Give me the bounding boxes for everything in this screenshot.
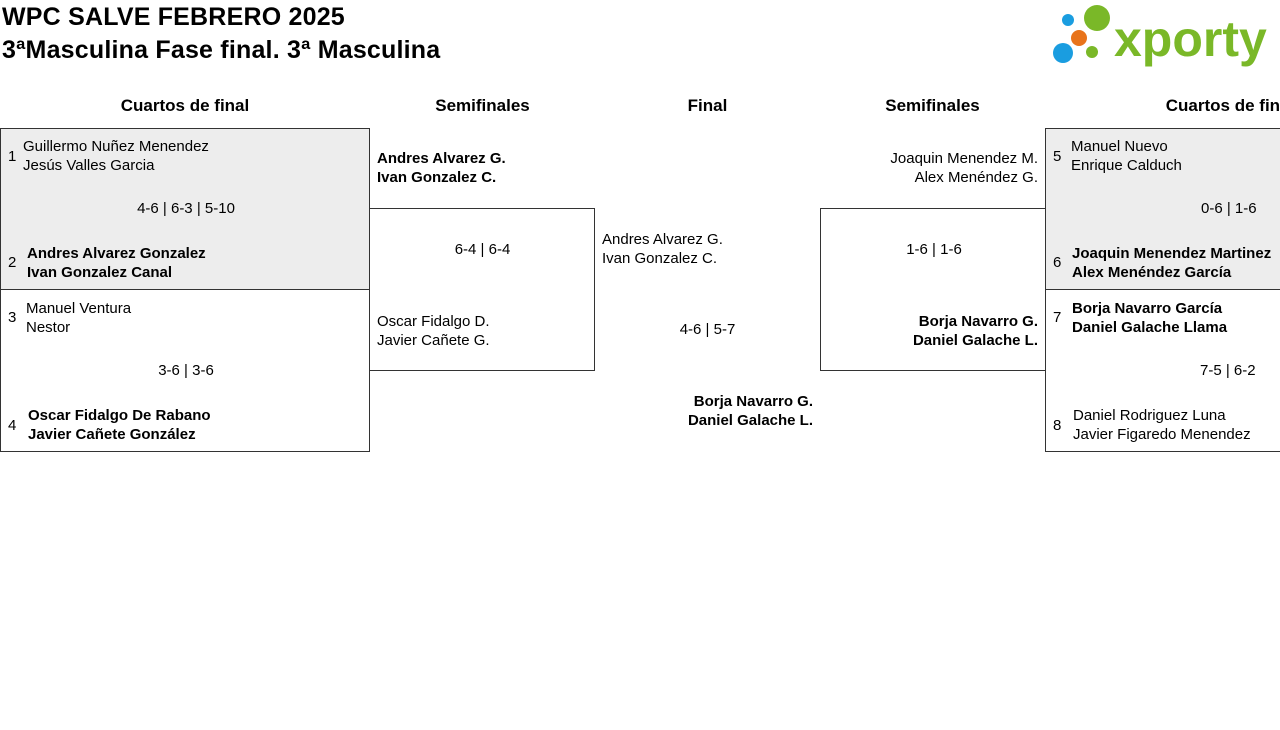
match-score: 0-6 | 1-6 [1201,200,1257,217]
column-header-sf-left: Semifinales [435,96,530,115]
player-name-winner: Alex Menéndez García [1072,264,1232,281]
player-name: Daniel Rodriguez Luna [1073,407,1226,424]
column-header-sf-right: Semifinales [885,96,980,115]
seed-number: 8 [1053,417,1062,434]
player-name: Javier Figaredo Menendez [1073,426,1251,443]
xporty-logo-icon: xporty [1053,5,1267,67]
column-header-qf-left: Cuartos de final [120,96,250,115]
seed-number: 3 [8,309,17,326]
match-score: 4-6 | 6-3 | 5-10 [137,200,235,217]
match-score: 6-4 | 6-4 [454,241,511,258]
player-name: Nestor [26,319,71,336]
match-sf-left[interactable]: 6-4 | 6-4 Oscar Fidalgo D. Javier Cañete… [370,208,595,371]
player-name-winner: Oscar Fidalgo De Rabano [28,407,211,424]
sf-right-player: Alex Menéndez G. [914,169,1038,186]
player-name: Enrique Calduch [1071,157,1182,174]
final-player-winner: Borja Navarro G. [693,393,813,410]
final-player-winner: Daniel Galache L. [687,412,813,429]
player-name-winner: Ivan Gonzalez Canal [27,264,173,281]
seed-number: 1 [8,148,17,165]
match-score: 7-5 | 6-2 [1200,362,1256,379]
sf-left-player: Ivan Gonzalez C. [377,169,497,186]
match-sf-right[interactable]: 1-6 | 1-6 Borja Navarro G. Daniel Galach… [820,208,1046,371]
seed-number: 7 [1053,309,1062,326]
match-qf1[interactable]: 1 Guillermo Nuñez Menendez Jesús Valles … [0,128,370,290]
column-header-final: Final [687,96,728,115]
seed-number: 6 [1053,254,1062,271]
match-score: 3-6 | 3-6 [158,362,214,379]
xporty-logo[interactable]: xporty [1050,4,1278,68]
match-qf2[interactable]: 3 Manuel Ventura Nestor 3-6 | 3-6 4 Osca… [0,289,370,452]
seed-number: 4 [8,417,17,434]
match-score: 1-6 | 1-6 [906,241,962,258]
player-name: Manuel Nuevo [1071,138,1168,155]
sf-left-player: Andres Alvarez G. [377,150,506,167]
player-name-winner: Andres Alvarez Gonzalez [27,245,206,262]
player-name-winner: Borja Navarro G. [918,313,1038,330]
player-name: Manuel Ventura [26,300,132,317]
player-name: Jesús Valles Garcia [23,157,155,174]
player-name: Oscar Fidalgo D. [377,313,490,330]
final-player: Ivan Gonzalez C. [602,250,718,267]
final-score: 4-6 | 5-7 [679,321,736,338]
logo-wordmark: xporty [1114,11,1267,67]
player-name-winner: Daniel Galache L. [912,332,1038,349]
player-name-winner: Javier Cañete González [28,426,196,443]
sf-right-player: Joaquin Menendez M. [890,150,1038,167]
player-name-winner: Borja Navarro García [1072,300,1223,317]
player-name-winner: Joaquin Menendez Martinez [1072,245,1272,262]
player-name: Guillermo Nuñez Menendez [23,138,209,155]
category-subtitle: 3ªMasculina Fase final. 3ª Masculina [2,36,441,64]
tournament-title: WPC SALVE FEBRERO 2025 [2,3,345,31]
match-qf4[interactable]: 7 Borja Navarro García Daniel Galache Ll… [1045,289,1280,452]
seed-number: 5 [1053,148,1062,165]
final-player: Andres Alvarez G. [602,231,723,248]
player-name: Javier Cañete G. [377,332,490,349]
player-name-winner: Daniel Galache Llama [1072,319,1228,336]
seed-number: 2 [8,254,17,271]
match-qf3[interactable]: 5 Manuel Nuevo Enrique Calduch 0-6 | 1-6… [1045,128,1280,290]
column-header-qf-right: Cuartos de final [1165,96,1280,115]
